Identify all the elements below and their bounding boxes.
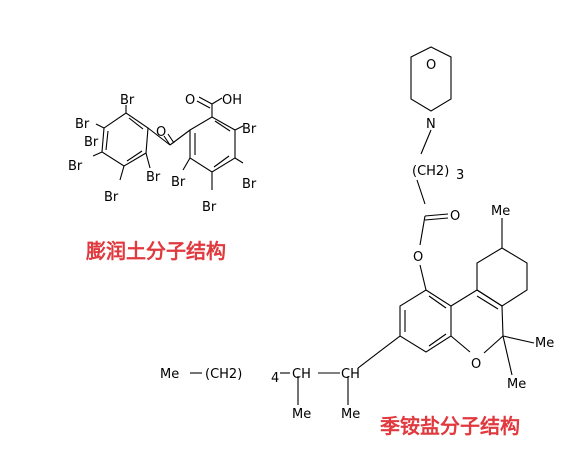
acid-hydroxyl: OH — [222, 93, 242, 108]
caption-quaternary-ammonium: 季铵盐分子结构 — [379, 414, 520, 438]
ester-oxygen-dbl: O — [450, 209, 460, 224]
carbonyl-oxygen: O — [156, 125, 166, 140]
side-ch-label: CH — [292, 367, 311, 382]
chain-ch2-count: 3 — [456, 168, 464, 183]
side-ch-label: CH — [341, 367, 360, 382]
molecule-bromo-benzophenone: O O OH Br Br Br Br Br Br Br Br Br Br 膨润土… — [68, 93, 257, 263]
br-label: Br — [171, 175, 186, 190]
branch-methyl: Me — [341, 407, 360, 422]
ester-oxygen: O — [413, 250, 423, 265]
side-ch2-count: 4 — [271, 371, 279, 386]
acid-oxygen: O — [185, 93, 195, 108]
methyl-top: Me — [491, 204, 510, 219]
methyl-gem1: Me — [535, 336, 554, 351]
br-label: Br — [84, 135, 99, 150]
br-label: Br — [104, 190, 119, 205]
terminal-methyl: Me — [160, 367, 179, 382]
br-label: Br — [120, 93, 135, 108]
br-label: Br — [242, 122, 257, 137]
side-ch2-label: (CH2) — [205, 367, 242, 382]
br-label: Br — [68, 159, 83, 174]
br-label: Br — [202, 200, 217, 215]
methyl-gem2: Me — [507, 377, 526, 392]
br-label: Br — [75, 117, 90, 132]
morpholine-oxygen: O — [426, 58, 436, 73]
br-label: Br — [146, 170, 161, 185]
morpholine-nitrogen: N — [426, 117, 436, 132]
pyran-oxygen: O — [471, 357, 481, 372]
chain-ch2-label: (CH2) — [412, 164, 449, 179]
molecule-morpholine-cannabinoid: O N (CH2) 3 O O O Me Me Me CH CH (CH2) 4… — [160, 46, 554, 438]
branch-methyl: Me — [292, 407, 311, 422]
br-label: Br — [242, 177, 257, 192]
caption-bentonite: 膨润土分子结构 — [85, 239, 226, 263]
